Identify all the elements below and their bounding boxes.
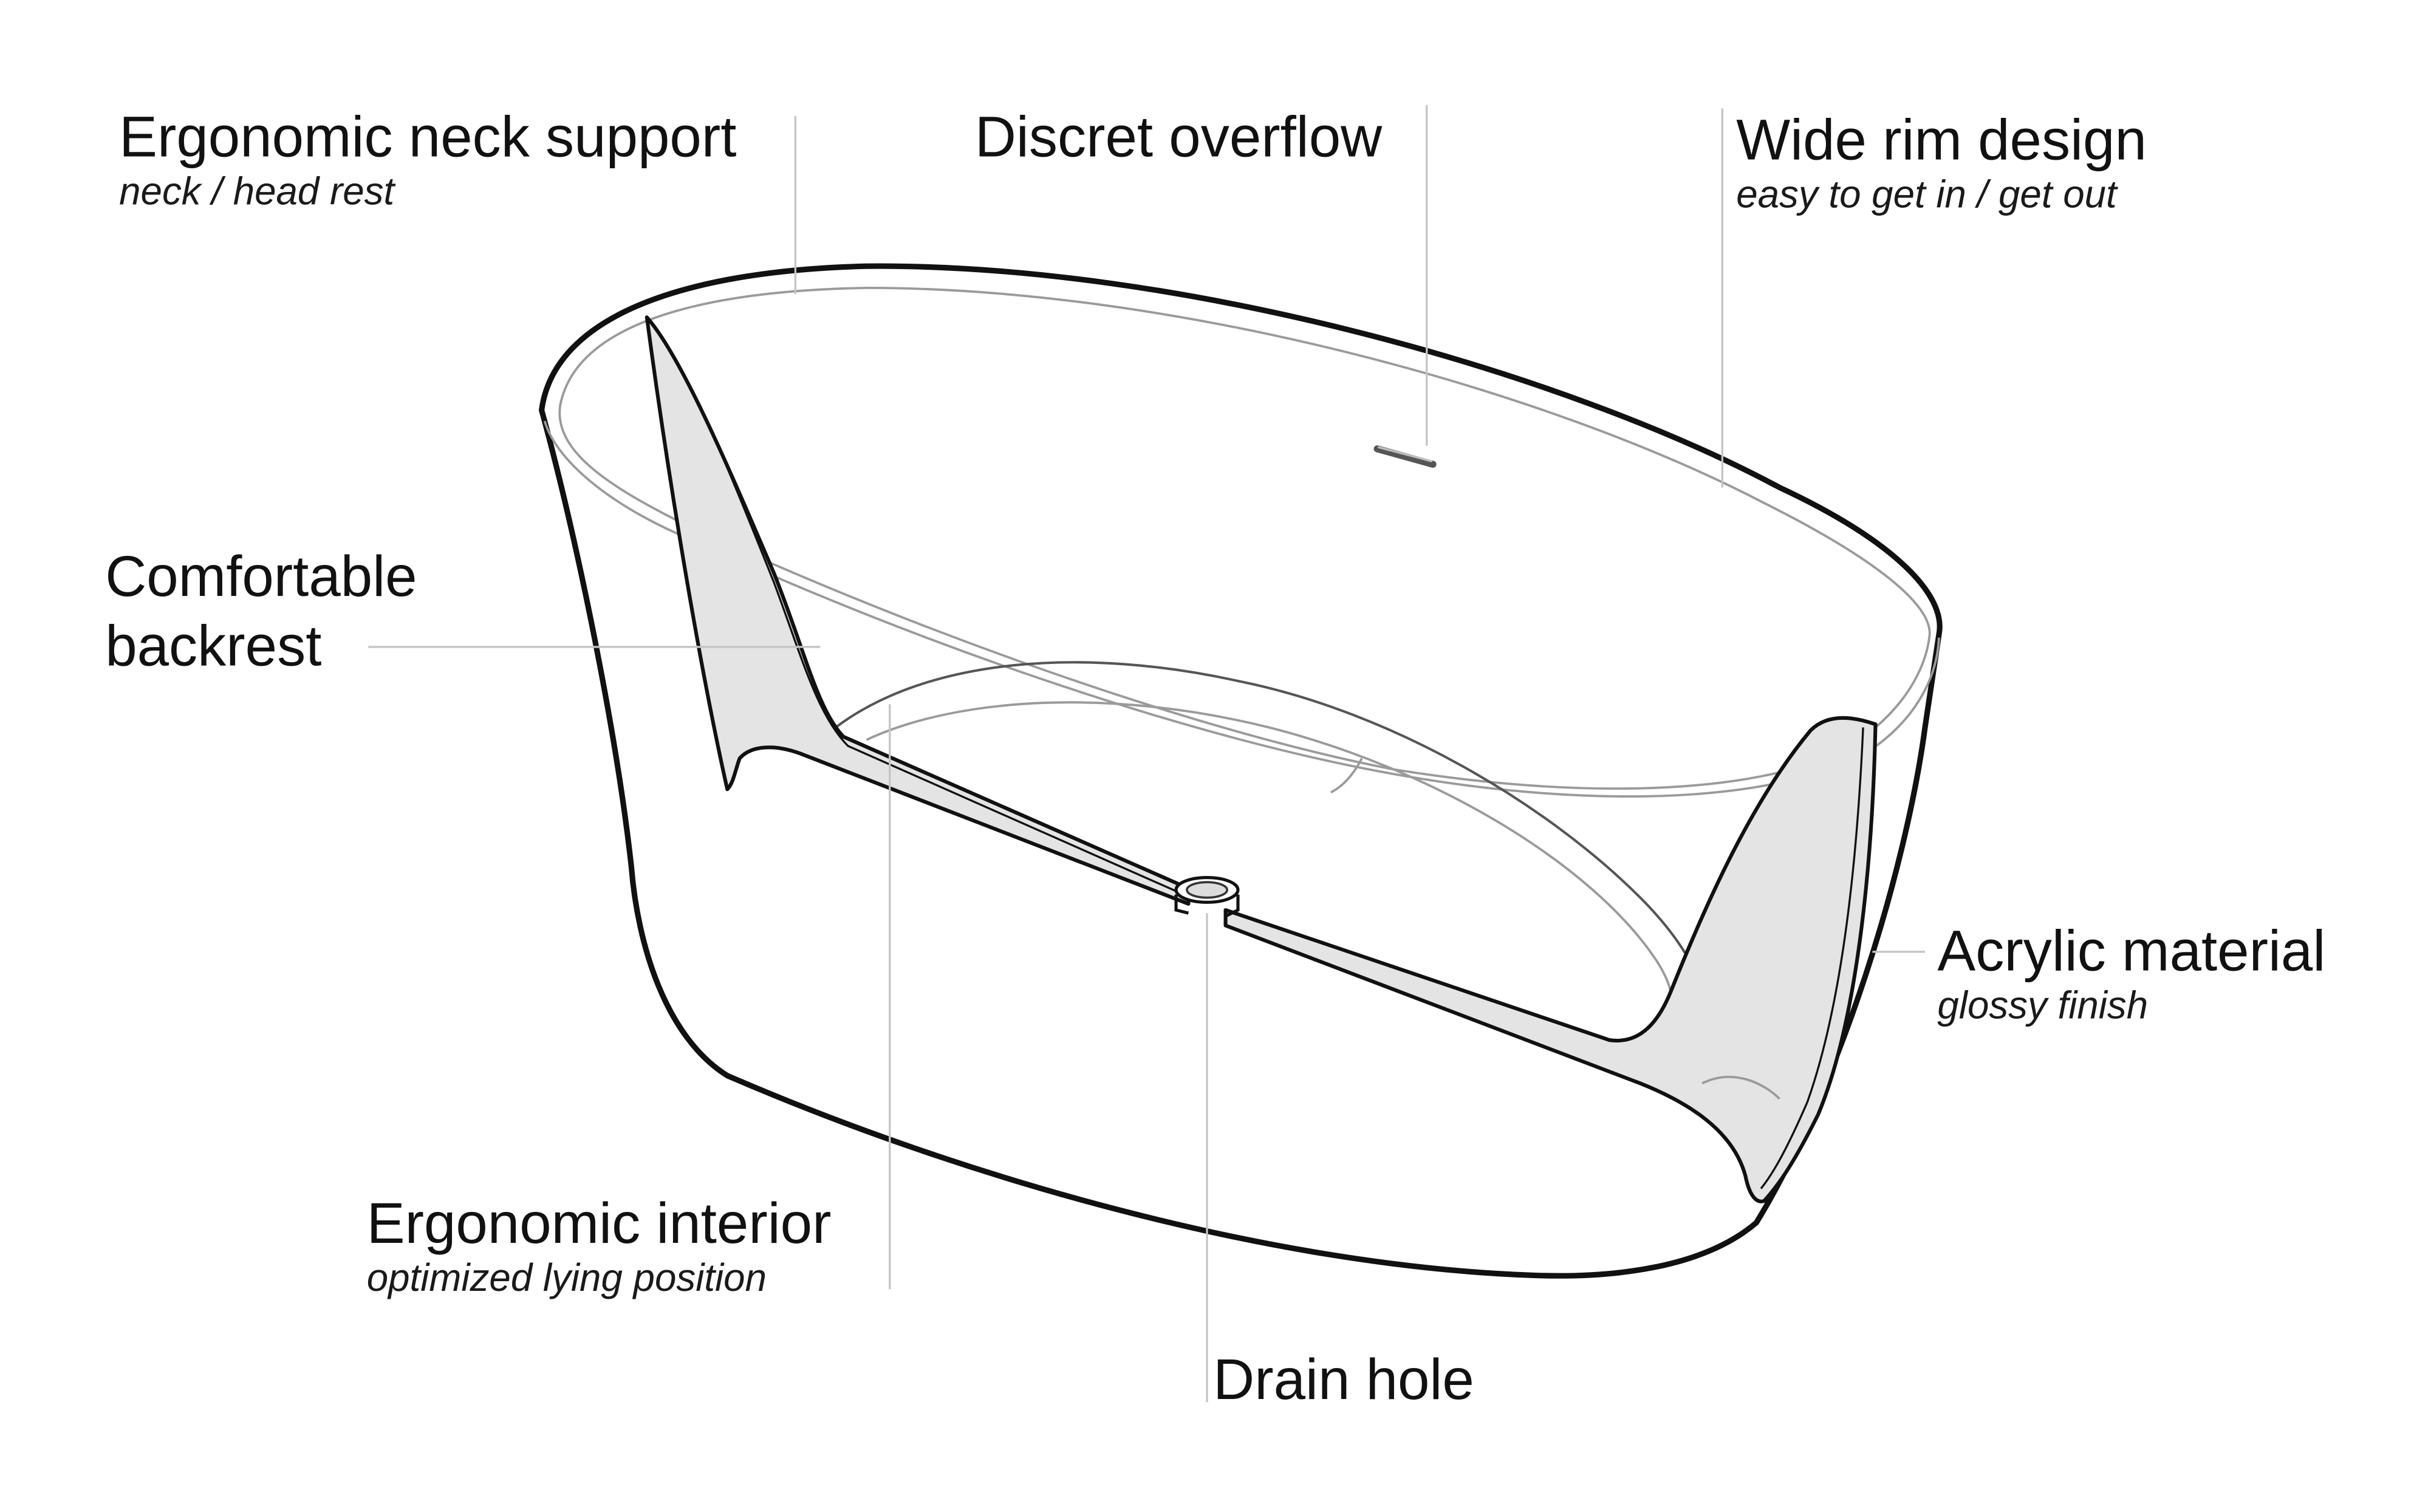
label-neck-support-title: Ergonomic neck support: [119, 104, 736, 168]
label-backrest-line2: backrest: [105, 614, 321, 678]
label-interior-title: Ergonomic interior: [367, 1191, 832, 1255]
drain-fitting: [1174, 875, 1240, 918]
overflow-slot: [1373, 445, 1437, 468]
footrest-fold-line: [1701, 1075, 1780, 1100]
overflow-slot-highlight: [1377, 446, 1433, 462]
label-interior-subtitle: optimized lying position: [367, 1256, 767, 1299]
labels: Ergonomic neck support neck / head rest …: [105, 104, 2325, 1411]
tub-inner-rim: [558, 286, 1931, 790]
label-drain-title: Drain hole: [1213, 1347, 1474, 1411]
leader-lines: [368, 105, 1926, 1403]
drain-flange-right: [1225, 894, 1240, 918]
bathtub-drawing: [539, 263, 1943, 1279]
backrest-section-inner: [654, 327, 1185, 896]
drain-flange-left: [1174, 894, 1189, 915]
drain-inner-ring: [1186, 881, 1228, 899]
backrest-section: [645, 315, 1191, 906]
label-acrylic-subtitle: glossy finish: [1937, 983, 2148, 1027]
tub-interior-contour-2: [866, 701, 1674, 1041]
tub-interior-contour-1: [835, 661, 1712, 1084]
label-backrest-line1: Comfortable: [105, 544, 417, 608]
footrest-section-inner: [1760, 727, 1864, 1189]
tub-interior-contour-3: [1330, 758, 1363, 794]
label-wide-rim-title: Wide rim design: [1736, 108, 2147, 171]
label-neck-support-subtitle: neck / head rest: [119, 169, 395, 213]
label-wide-rim-subtitle: easy to get in / get out: [1736, 173, 2118, 216]
label-overflow-title: Discret overflow: [975, 104, 1383, 168]
label-acrylic-title: Acrylic material: [1937, 918, 2325, 982]
footrest-section: [1223, 716, 1878, 1203]
